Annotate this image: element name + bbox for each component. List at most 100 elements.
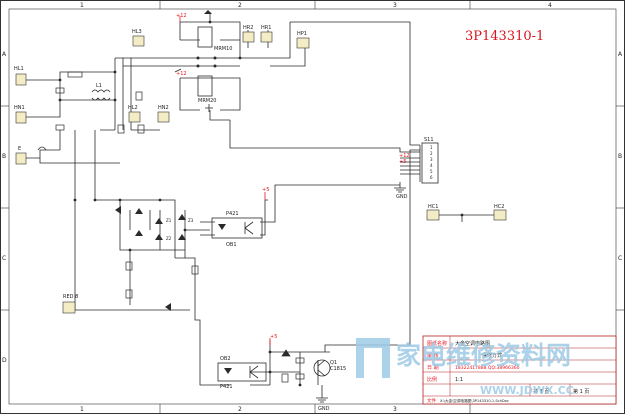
tb-pages: 共 1 页 — [533, 388, 549, 395]
column-marks: 1 2 3 4 1 2 3 — [80, 0, 552, 414]
p421-label: P421 — [226, 211, 239, 217]
v12-mid-label: +12 — [176, 71, 187, 77]
red8-label: RED 8 — [63, 294, 78, 300]
c1815-label: C1815 — [330, 366, 346, 372]
col-mark-3: 3 — [393, 2, 397, 9]
input-filter-parts — [37, 71, 145, 151]
wires — [26, 12, 495, 398]
gnd-top-label: GND — [396, 194, 408, 200]
junctions — [58, 20, 464, 387]
hn2-label: HN2 — [158, 105, 169, 111]
ground-top: GND — [394, 187, 408, 200]
tb-date-value: 18322417888 QQ:38966360 — [455, 365, 520, 371]
s11-pin-3: 3 — [430, 157, 433, 162]
terminal-hl3: HL3 — [132, 29, 145, 47]
s11-label: S11 — [424, 137, 434, 143]
z2-label: Z2 — [166, 236, 172, 241]
terminal-hc2: HC2 — [493, 204, 507, 221]
relay-contacts — [196, 56, 217, 68]
s11-pin-5: 5 — [430, 169, 433, 174]
terminals: HL1 HN1 E HL3 HL2 HN2 HR2 HR1 — [14, 25, 507, 314]
v12-top-label: +12 — [176, 13, 187, 19]
e-label: E — [18, 146, 21, 152]
col-mark-2-bottom: 2 — [238, 406, 242, 413]
terminal-hr2: HR2 — [242, 25, 255, 43]
terminal-hl1: HL1 — [14, 66, 27, 86]
watermark-text: 家电维修资料网 — [396, 341, 571, 370]
col-mark-4: 4 — [548, 2, 552, 9]
row-mark-b-right: B — [618, 153, 622, 160]
terminal-red8: RED 8 — [62, 294, 78, 314]
mrm10-label: MRM10 — [214, 46, 232, 52]
row-mark-c-right: C — [618, 255, 622, 262]
tb-page: 第 1 页 — [573, 388, 589, 395]
drawing-number: 3P143310-1 — [465, 29, 544, 44]
ob2-label: OB2 — [220, 356, 231, 362]
watermark-url: WWW.JDWX.CC — [480, 384, 574, 397]
tb-scale-value: 1:1 — [455, 377, 463, 383]
connector-s11: S11 1 2 3 4 5 6 — [421, 137, 439, 184]
s11-pin-2: 2 — [430, 151, 433, 156]
terminal-hc1: HC1 — [426, 204, 440, 221]
hr2-label: HR2 — [243, 25, 253, 31]
gnd-bottom-label: GND — [318, 406, 330, 412]
relay-mrm20: MRM20 — [197, 75, 216, 112]
hc1-label: HC1 — [428, 204, 438, 210]
s11-pin-4: 4 — [430, 163, 433, 168]
hl1-label: HL1 — [14, 66, 24, 72]
terminal-hn1: HN1 — [14, 105, 27, 124]
tb-scale-label: 比例 — [427, 376, 437, 383]
col-mark-2: 2 — [238, 2, 242, 9]
row-marks: A B C D A B C — [0, 51, 625, 364]
tb-file-value: X:\大金\空调电路图\3P143310-1.SchDoc — [440, 398, 509, 403]
hn1-label: HN1 — [14, 105, 25, 111]
col-mark-1: 1 — [80, 2, 84, 9]
watermark: 家电维修资料网 WWW.JDWX.CC — [356, 338, 574, 397]
z3-label: Z3 — [188, 218, 194, 223]
relay-switch — [174, 68, 182, 73]
l1-label: L1 — [96, 83, 102, 89]
col-mark-3-bottom: 3 — [393, 406, 397, 413]
tb-name-label: 图纸名称 — [427, 340, 447, 347]
terminal-hr1: HR1 — [260, 25, 273, 43]
mrm20-label: MRM20 — [198, 98, 216, 104]
tb-check-label: 审 核 — [427, 352, 439, 359]
optocoupler-ob2: OB2 P421 — [217, 356, 267, 390]
tb-file-label: 文件 — [427, 397, 436, 404]
optocoupler-p421-ob1: P421 OB1 — [211, 211, 263, 248]
power-labels: +12 +12 +5 +12 +5 +5 — [176, 13, 410, 345]
transistor-q1: Q1 C1815 — [313, 359, 346, 377]
row-mark-d: D — [2, 357, 7, 364]
v12-connector-label: +12 — [399, 153, 410, 159]
v5-connector-label: +5 — [399, 159, 406, 165]
hl2-label: HL2 — [128, 105, 138, 111]
terminal-hn2: HN2 — [157, 105, 170, 123]
p421-bottom-label: P421 — [220, 384, 233, 390]
relay-mrm10: MRM10 — [197, 10, 232, 52]
bottom-passives — [281, 349, 305, 383]
hr1-label: HR1 — [261, 25, 271, 31]
row-mark-b: B — [2, 153, 6, 160]
s11-pin-6: 6 — [430, 175, 433, 180]
tb-name-value: 大金空调电路图 — [455, 340, 490, 347]
ground-bottom: GND — [316, 397, 330, 412]
title-block: 图纸名称 大金空调电路图 审 核 保修方式 日 期 18322417888 QQ… — [422, 335, 617, 405]
q1-label: Q1 — [330, 360, 337, 366]
s11-pin-1: 1 — [430, 145, 433, 150]
terminal-e: E — [15, 146, 27, 165]
inner-frame — [8, 8, 617, 405]
v5-p421-label: +5 — [262, 187, 269, 193]
row-mark-c: C — [2, 255, 6, 262]
row-mark-a-right: A — [618, 51, 623, 58]
terminal-hl2: HL2 — [128, 105, 141, 123]
z1-label: Z1 — [166, 218, 172, 223]
inductor-l1: L1 — [91, 83, 111, 101]
ob1-label: OB1 — [226, 242, 237, 248]
hc2-label: HC2 — [494, 204, 504, 210]
tb-check-value: 保修方式 — [482, 352, 502, 359]
rectifier-block: Z1 Z2 Z3 — [115, 206, 199, 311]
v5-bottom-label: +5 — [270, 334, 277, 340]
tb-date-label: 日 期 — [427, 365, 439, 371]
terminal-hp1: HP1 — [296, 31, 310, 49]
